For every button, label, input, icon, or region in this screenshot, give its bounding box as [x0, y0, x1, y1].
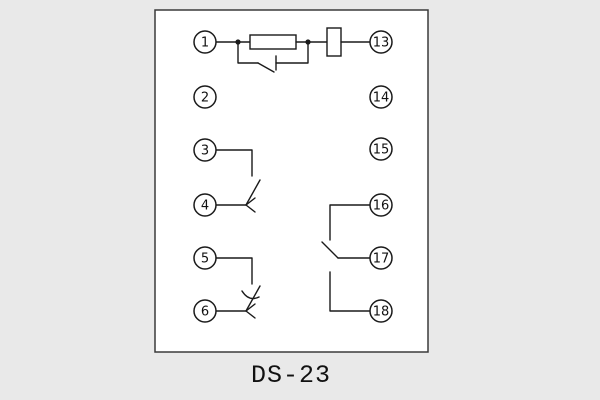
terminal-4-number: 4 — [201, 199, 209, 214]
contact-16-lead — [329, 204, 371, 241]
contact-3-fixed-lead — [215, 149, 253, 177]
terminal-14: 14 — [369, 85, 393, 109]
terminal-16-number: 16 — [373, 199, 390, 214]
terminal-3-number: 3 — [201, 144, 209, 159]
diagram-border — [154, 9, 429, 353]
contact-5-6-delay-hook — [241, 290, 260, 300]
terminal-17-circle — [369, 246, 393, 270]
contact-17-blade — [321, 241, 339, 259]
contact-3-4-blade — [245, 179, 261, 206]
terminal-3: 3 — [193, 138, 217, 162]
contact-3-4-arrowhead — [245, 197, 256, 213]
terminal-column-left: 1 2 3 4 5 6 — [193, 30, 217, 323]
terminal-13-circle — [369, 30, 393, 54]
terminal-1-circle — [193, 30, 217, 54]
terminal-6-circle — [193, 299, 217, 323]
terminal-17-number: 17 — [373, 252, 390, 267]
terminal-15-number: 15 — [373, 143, 390, 158]
terminal-2: 2 — [193, 85, 217, 109]
terminal-18: 18 — [369, 299, 393, 323]
terminal-18-number: 18 — [373, 305, 390, 320]
contact-18-lead — [329, 271, 371, 312]
model-label: DS-23 — [251, 361, 331, 390]
terminal-5: 5 — [193, 246, 217, 270]
terminal-18-circle — [369, 299, 393, 323]
terminal-column-right: 13 14 15 16 17 18 — [369, 30, 393, 323]
terminal-15-circle — [369, 137, 393, 161]
terminal-2-circle — [193, 85, 217, 109]
branch-left-lead — [237, 41, 259, 64]
branch-switch-blade — [257, 62, 275, 73]
terminal-3-circle — [193, 138, 217, 162]
terminal-16-circle — [369, 193, 393, 217]
terminal-5-circle — [193, 246, 217, 270]
terminal-17: 17 — [369, 246, 393, 270]
terminal-15: 15 — [369, 137, 393, 161]
contact-5-fixed-lead — [215, 257, 253, 285]
contact-5-6-arrowhead — [245, 303, 256, 319]
terminal-4: 4 — [193, 193, 217, 217]
terminal-6-number: 6 — [201, 305, 209, 320]
terminal-16: 16 — [369, 193, 393, 217]
terminal-6: 6 — [193, 299, 217, 323]
terminal-13: 13 — [369, 30, 393, 54]
coil-symbol — [326, 27, 342, 57]
terminal-13-number: 13 — [373, 36, 390, 51]
terminal-1: 1 — [193, 30, 217, 54]
terminal-14-circle — [369, 85, 393, 109]
terminal-2-number: 2 — [201, 91, 209, 106]
internal-wiring — [215, 27, 371, 319]
terminal-5-number: 5 — [201, 252, 209, 267]
terminal-4-circle — [193, 193, 217, 217]
terminal-14-number: 14 — [373, 91, 390, 106]
terminal-1-number: 1 — [201, 36, 209, 51]
branch-right-lead — [275, 41, 309, 64]
resistor-symbol — [249, 34, 297, 50]
